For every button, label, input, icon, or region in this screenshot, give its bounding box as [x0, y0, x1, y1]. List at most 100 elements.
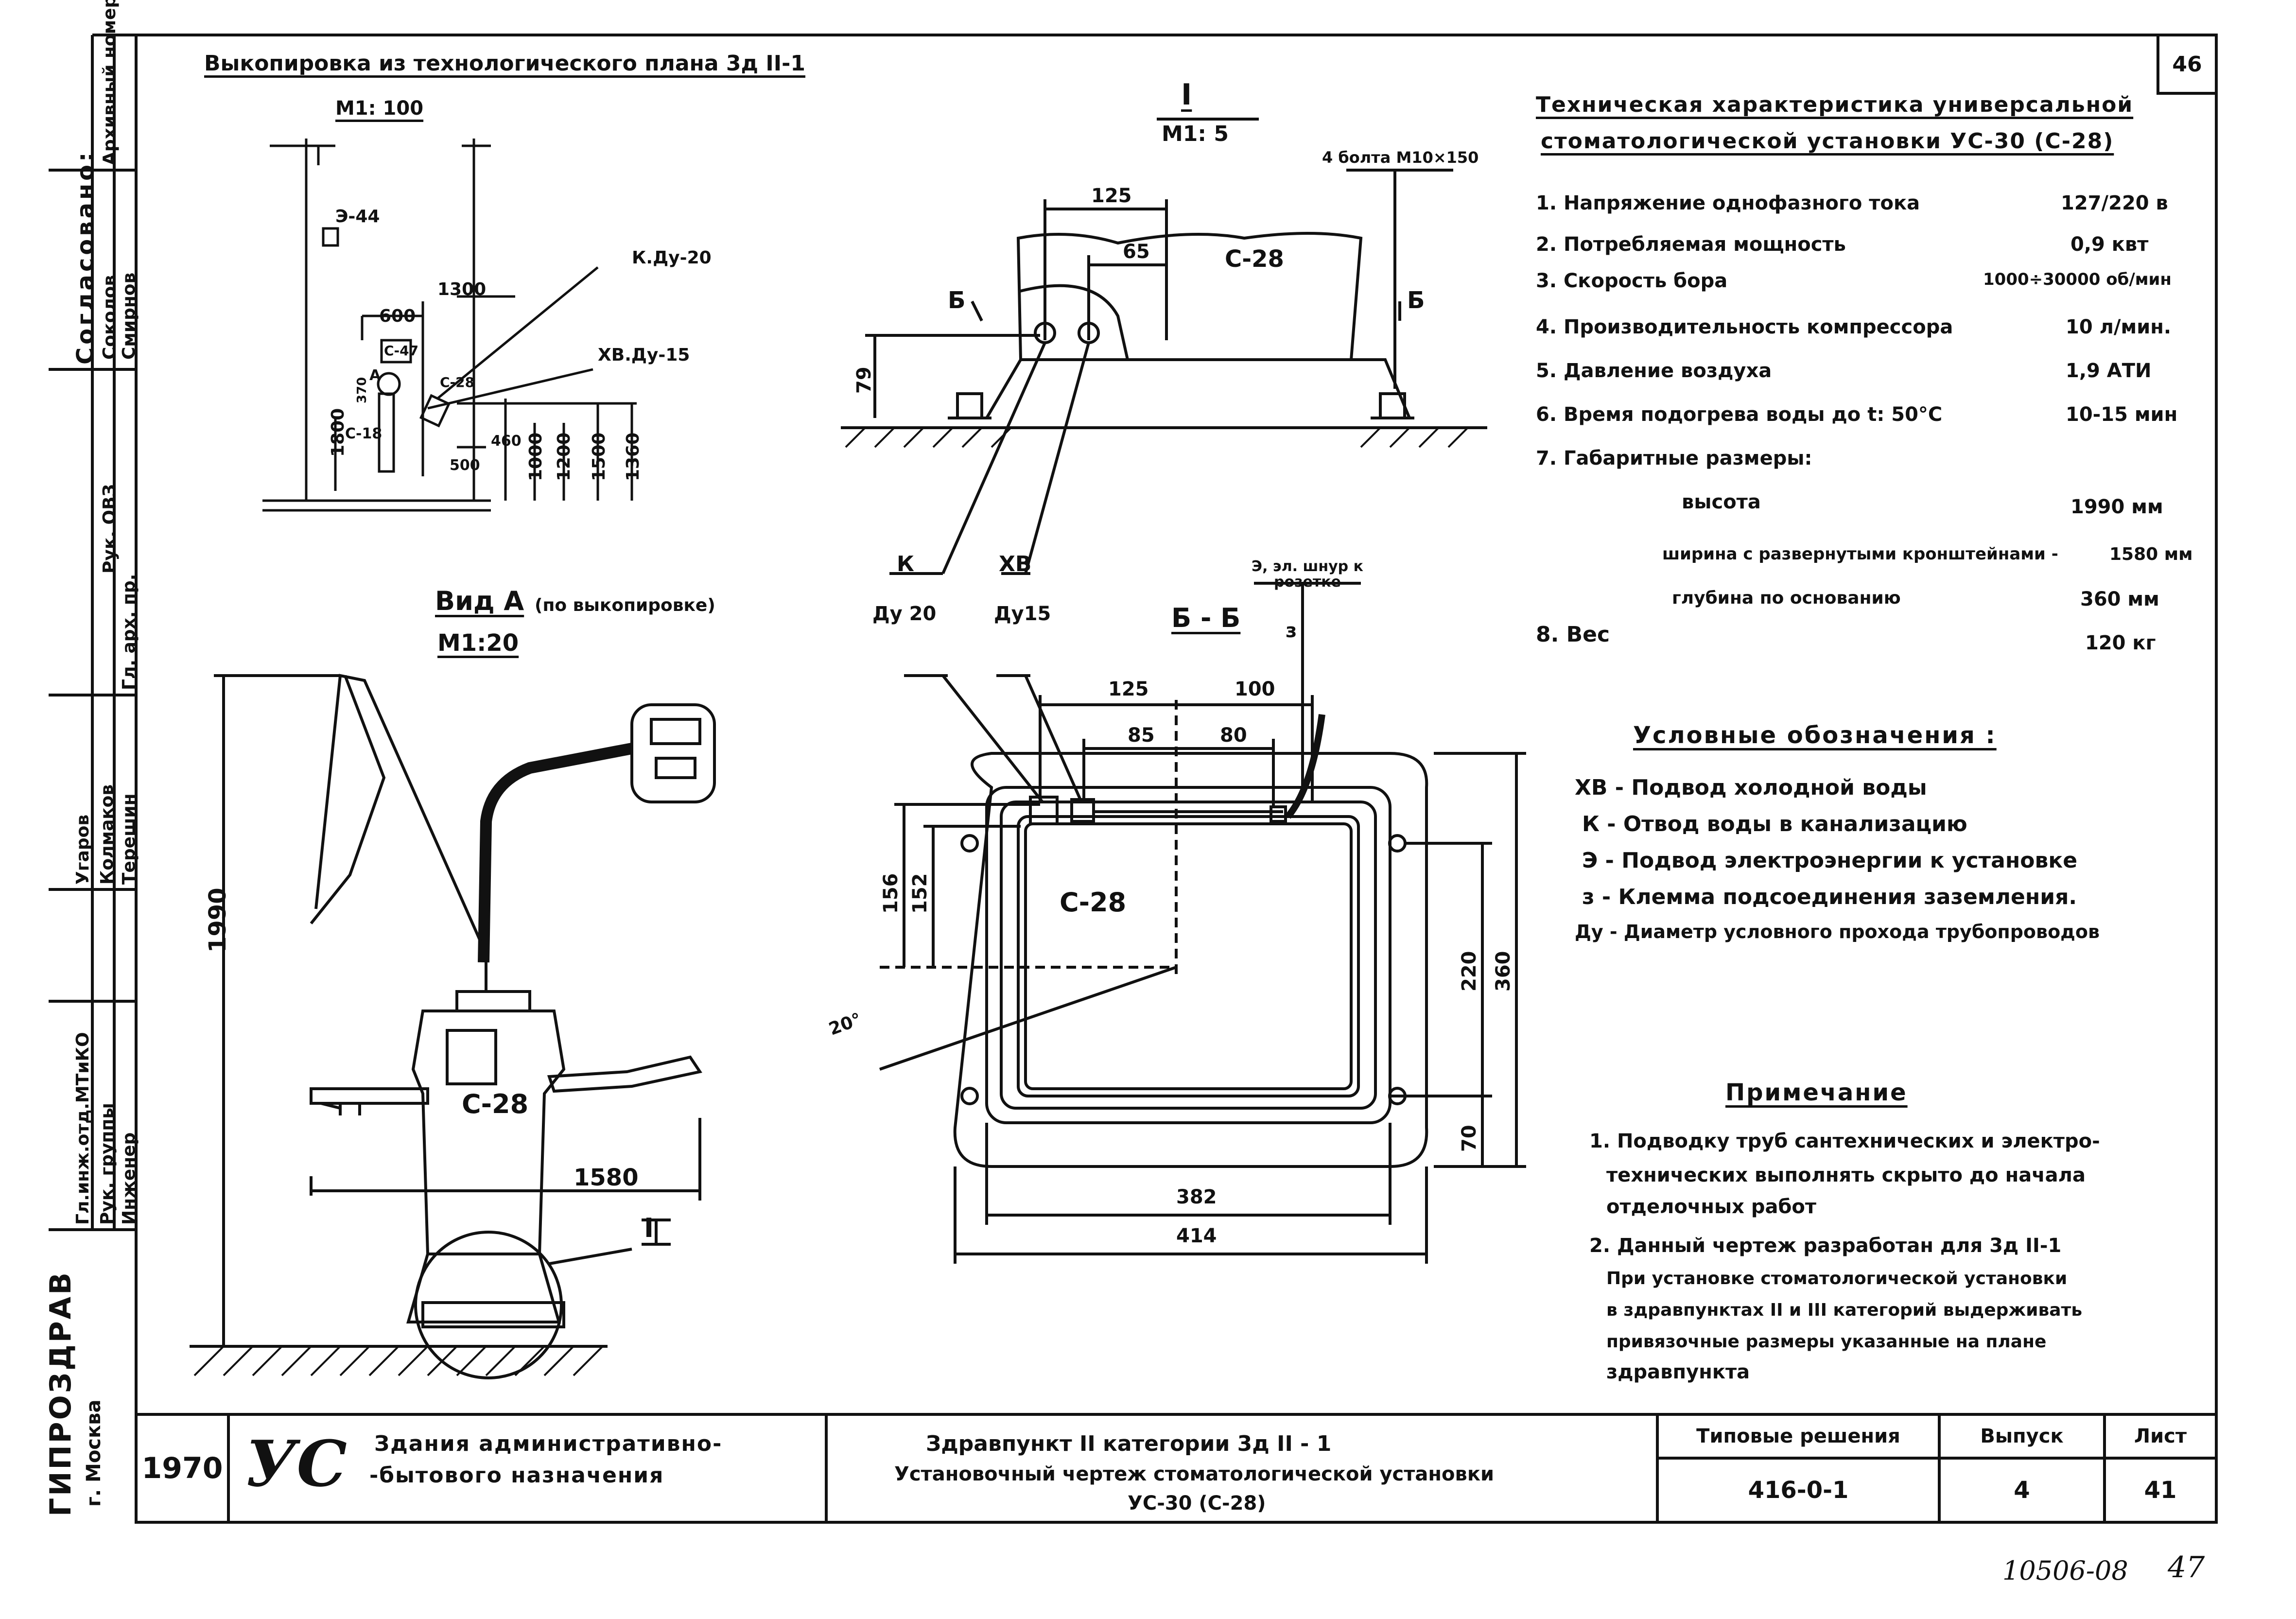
- spec-item-7-label: 7. Габаритные размеры:: [1536, 447, 1812, 470]
- note-line-6: в здравпунктах II и III категорий выдерж…: [1606, 1300, 2083, 1320]
- note-line-1: 1. Подводку труб сантехнических и электр…: [1589, 1130, 2100, 1152]
- spec-dim-height-label: высота: [1682, 491, 1761, 513]
- spec-item-3-value: 1000÷30000 об/мин: [1983, 270, 2172, 289]
- view-a-dim-width: 1580: [574, 1164, 639, 1191]
- stamp-agreed: Согласовано:: [72, 149, 99, 365]
- plan-scale: М1: 100: [335, 97, 424, 120]
- legend-item-e: Э - Подвод электроэнергии к установке: [1582, 848, 2078, 873]
- section-bb-dim-125: 125: [1108, 678, 1149, 700]
- detail-i-bolts: 4 болта М10×150: [1322, 148, 1479, 167]
- legend-item-k: К - Отвод воды в канализацию: [1582, 812, 1967, 836]
- section-bb-title: Б - Б: [1171, 603, 1241, 633]
- plan-dim-1300: 1300: [437, 279, 487, 299]
- detail-i-drawing: [841, 118, 1487, 448]
- section-bb-unit-label: С-28: [1060, 887, 1127, 918]
- stamp-city: г. Москва: [83, 1399, 105, 1507]
- plan-label-c47: С-47: [384, 343, 419, 359]
- section-bb-dim-156: 156: [880, 873, 902, 914]
- footer-number: 10506-08: [2002, 1555, 2128, 1586]
- plan-title: Выкопировка из технологического плана 3д…: [204, 51, 806, 76]
- plan-label-k: К.Ду-20: [632, 248, 712, 268]
- legend-item-ground: з - Клемма подсоединения заземления.: [1582, 885, 2077, 909]
- section-bb-xb-sub: Ду15: [994, 603, 1051, 625]
- view-a-scale: М1:20: [437, 629, 519, 657]
- section-bb-dim-220: 220: [1458, 951, 1480, 992]
- stamp-person-4: Колмаков: [97, 784, 117, 885]
- spec-item-3-label: 3. Скорость бора: [1536, 270, 1728, 292]
- section-bb-dim-414: 414: [1176, 1225, 1217, 1247]
- plan-dim-1500: 1500: [589, 432, 609, 481]
- plan-dim-1360: 1360: [623, 432, 643, 481]
- plan-label-e44: Э-44: [335, 207, 380, 226]
- spec-item-1-label: 1. Напряжение однофазного тока: [1536, 192, 1920, 214]
- title-building-1: Здания административно-: [374, 1431, 723, 1456]
- notes-title: Примечание: [1725, 1079, 1908, 1106]
- legend-title: Условные обозначения :: [1633, 722, 1997, 749]
- note-line-2: технических выполнять скрыто до начала: [1606, 1164, 2086, 1186]
- section-bb-cord: Э, эл. шнур к розетке: [1252, 558, 1363, 591]
- detail-i-dim-65: 65: [1123, 241, 1150, 263]
- specs-title-2: стоматологической установки УС-30 (С-28): [1541, 129, 2114, 154]
- plan-label-c18: С-18: [345, 425, 383, 442]
- plan-label-c28: С-28: [440, 374, 475, 390]
- section-bb-k: К: [897, 552, 914, 576]
- plan-label-xb: ХВ.Ду-15: [598, 345, 690, 365]
- spec-item-4-label: 4. Производительность компрессора: [1536, 316, 1953, 338]
- title-building-2: -бытового назначения: [369, 1463, 664, 1488]
- title-code: УС: [245, 1427, 347, 1501]
- title-sheet-label: Лист: [2134, 1425, 2187, 1447]
- detail-i-title: I: [1181, 78, 1192, 112]
- section-bb-k-sub: Ду 20: [872, 603, 937, 625]
- section-bb-dim-360: 360: [1492, 951, 1514, 992]
- section-bb-dim-152: 152: [909, 873, 931, 914]
- stamp-archive: Архивный номер: [100, 0, 120, 165]
- spec-item-1-value: 127/220 в: [2061, 192, 2168, 214]
- plan-dim-1800: 1800: [328, 408, 348, 457]
- spec-item-5-label: 5. Давление воздуха: [1536, 360, 1772, 382]
- title-desc-1: Здравпункт II категории 3д II - 1: [926, 1431, 1332, 1456]
- section-bb-dim-100: 100: [1235, 678, 1275, 700]
- legend-item-du: Ду - Диаметр условного прохода трубопров…: [1575, 921, 2100, 942]
- section-bb-dim-80: 80: [1220, 724, 1247, 747]
- plan-dim-460: 460: [491, 433, 522, 450]
- spec-item-6-value: 10-15 мин: [2066, 403, 2178, 426]
- spec-dim-depth-label: глубина по основанию: [1672, 588, 1901, 608]
- sheet-frame: [135, 34, 2218, 1524]
- detail-i-scale: М1: 5: [1162, 122, 1229, 146]
- spec-weight-value: 120 кг: [2085, 632, 2156, 654]
- plan-dim-1200: 1200: [554, 432, 574, 481]
- plan-dim-1000: 1000: [526, 432, 546, 481]
- view-a-dim-height: 1990: [204, 888, 231, 953]
- stamp-person-3: Угаров: [73, 814, 93, 885]
- note-line-4: 2. Данный чертеж разработан для 3д II-1: [1589, 1235, 2062, 1257]
- detail-i-section-right: Б: [1407, 287, 1425, 314]
- plan-label-a: А: [369, 367, 381, 384]
- stamp-person-2: Смирнов: [119, 272, 139, 360]
- note-line-5: При установке стоматологической установк…: [1606, 1269, 2068, 1288]
- title-sheet-value: 41: [2144, 1477, 2177, 1504]
- view-a-note: (по выкопировке): [535, 595, 715, 615]
- spec-item-4-value: 10 л/мин.: [2066, 316, 2172, 338]
- spec-dim-width-label: ширина с развернутыми кронштейнами -: [1662, 544, 2058, 564]
- spec-dim-width-value: 1580 мм: [2109, 544, 2193, 564]
- spec-item-2-label: 2. Потребляемая мощность: [1536, 233, 1846, 256]
- view-a-callout: I: [644, 1213, 654, 1243]
- specs-title-1: Техническая характеристика универсальной: [1536, 92, 2134, 117]
- sheet-badge: 46: [2172, 52, 2202, 77]
- stamp-org: ГИПРОЗДРАВ: [44, 1271, 78, 1516]
- title-series-value: 416-0-1: [1748, 1477, 1849, 1504]
- stamp-role-4: Рук. группы: [97, 1103, 117, 1225]
- spec-dim-depth-value: 360 мм: [2080, 588, 2159, 610]
- note-line-8: здравпункта: [1606, 1361, 1750, 1383]
- section-bb-dim-70: 70: [1458, 1125, 1480, 1152]
- view-a-title: Вид А: [435, 586, 524, 616]
- section-bb-ground: з: [1286, 620, 1297, 642]
- legend-item-xb: ХВ - Подвод холодной воды: [1575, 775, 1927, 800]
- section-bb-xb: ХВ: [999, 552, 1032, 576]
- spec-item-5-value: 1,9 АТИ: [2066, 360, 2152, 382]
- view-a-unit-label: С-28: [462, 1089, 529, 1119]
- view-a-drawing: [190, 674, 716, 1379]
- stamp-person-1: Соколов: [100, 275, 120, 360]
- plan-dim-370: 370: [355, 377, 369, 403]
